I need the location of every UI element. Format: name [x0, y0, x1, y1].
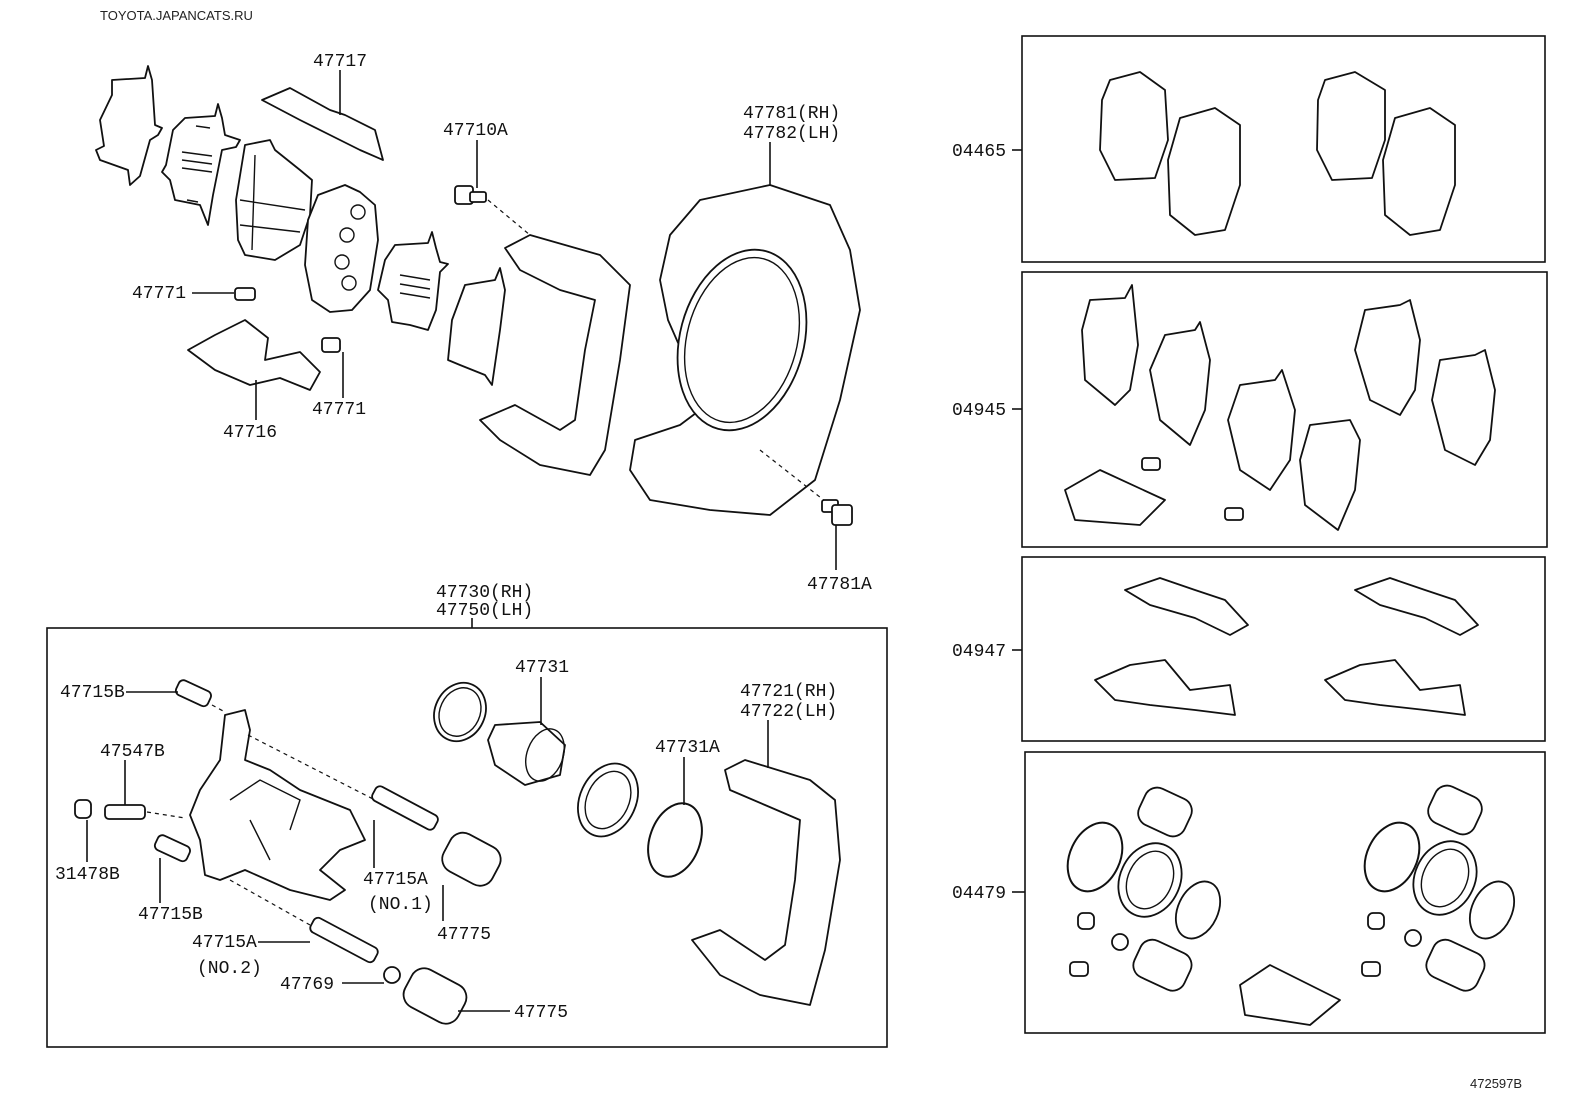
kit-box-04945: 04945 [952, 271, 1548, 548]
pad-support-plate-lower [187, 319, 321, 391]
disc-brake-dust-cover [629, 184, 861, 516]
watermark: TOYOTA.JAPANCATS.RU [100, 8, 253, 23]
label-47771: 47771 [132, 284, 186, 304]
pad-support-plate-upper [261, 87, 384, 161]
label-47775: 47775 [514, 1003, 568, 1023]
caliper-body [189, 709, 366, 901]
set-ring [647, 802, 703, 878]
inner-shim [161, 103, 241, 226]
bleeder-plug-cap [74, 799, 92, 819]
outer-shim [95, 65, 163, 186]
label-47775: 47775 [437, 925, 491, 945]
kit-box-04465: 04465 [952, 35, 1546, 263]
piston [487, 721, 566, 786]
wear-indicator-clip [234, 287, 256, 301]
shim-back [447, 267, 506, 386]
label-31478B: 31478B [55, 865, 120, 885]
label-47715B: 47715B [60, 683, 125, 703]
caliper-bolt [174, 679, 212, 708]
label-47781A: 47781A [807, 575, 872, 595]
label-47731: 47731 [515, 658, 569, 678]
label-no2: (NO.2) [197, 959, 262, 979]
label-47716: 47716 [223, 423, 277, 443]
label-47781RH: 47781(RH) [743, 104, 840, 124]
label-47769: 47769 [280, 975, 334, 995]
label-47715B: 47715B [138, 905, 203, 925]
wear-indicator-clip [321, 337, 341, 353]
bolt [821, 499, 853, 526]
cylinder-boot [577, 762, 639, 838]
label-47715A-no1: 47715A [363, 870, 428, 890]
label-47715A-no2: 47715A [192, 933, 257, 953]
brake-pad-inner [304, 184, 379, 313]
slide-pin-no1 [371, 785, 439, 831]
kit-label-04465: 04465 [952, 142, 1006, 162]
kit-box-04947: 04947 [952, 556, 1546, 742]
slide-pin-boot [402, 967, 468, 1025]
bushing [383, 966, 401, 984]
label-47731A: 47731A [655, 738, 720, 758]
label-47717: 47717 [313, 52, 367, 72]
kit-label-04479: 04479 [952, 884, 1006, 904]
caliper-mounting-bracket [691, 759, 841, 1006]
bolt [454, 185, 487, 205]
label-47771: 47771 [312, 400, 366, 420]
kit-box-04479: 04479 [952, 751, 1546, 1034]
diagram-code: 472597B [1470, 1076, 1522, 1091]
label-47730RH: 47730(RH) [436, 583, 533, 603]
slide-pin-boot [441, 831, 502, 887]
label-47710A: 47710A [443, 121, 508, 141]
caliper-assembly-box [46, 627, 888, 1048]
kit-label-04947: 04947 [952, 642, 1006, 662]
label-no1: (NO.1) [368, 895, 433, 915]
caliper-mounting-bracket [479, 234, 631, 476]
anti-squeal-shim [377, 231, 449, 331]
bleeder-plug [104, 804, 146, 820]
kit-label-04945: 04945 [952, 401, 1006, 421]
label-47721RH: 47721(RH) [740, 682, 837, 702]
piston-seal [433, 681, 487, 743]
brake-pad-outer [235, 139, 313, 261]
label-47750LH: 47750(LH) [436, 601, 533, 621]
caliper-bolt [153, 834, 191, 863]
slide-pin-no2 [309, 916, 379, 964]
label-47547B: 47547B [100, 742, 165, 762]
label-47722LH: 47722(LH) [740, 702, 837, 722]
label-47782LH: 47782(LH) [743, 124, 840, 144]
